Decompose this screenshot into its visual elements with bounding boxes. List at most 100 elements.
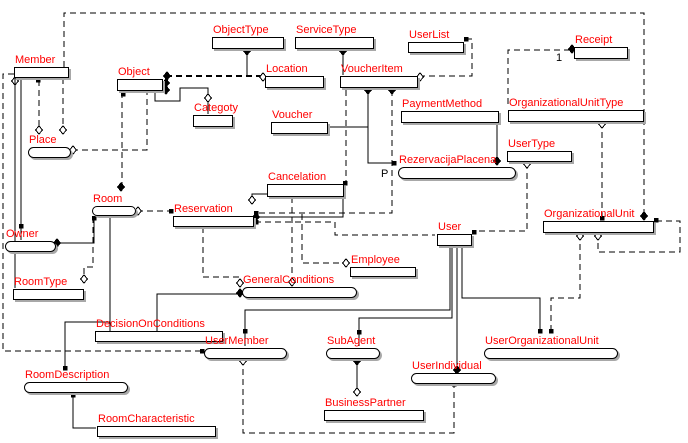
dfill-marker [338,46,348,56]
entity-generalconditions[interactable] [242,287,357,298]
entity-label-decisiononconditions: DecisionOnConditions [96,318,205,330]
dopen-marker [203,93,213,103]
entity-label-object: Object [118,66,150,78]
square-marker [464,37,469,42]
entity-roomcharacteristic[interactable] [97,426,216,437]
dfill-marker [639,211,649,221]
entity-decisiononconditions[interactable] [95,331,223,342]
dopen-marker [68,145,78,155]
dopen-marker [34,125,44,135]
connector-room-roomdescription [64,321,110,367]
entity-subagent[interactable] [326,348,380,359]
entity-categoty[interactable] [193,115,233,127]
entity-employee[interactable] [350,267,416,277]
dopen-marker [58,125,68,135]
entity-organizationalunit[interactable] [543,221,654,233]
entity-paymentmethod[interactable] [401,111,499,123]
connector-user-usermember [244,247,451,346]
connector-member-organizationalunit [63,12,645,217]
connector-member-usermember [2,73,200,352]
entity-receipt[interactable] [574,47,628,59]
entity-servicetype[interactable] [295,37,374,49]
connector-cancelation-reservation [256,197,344,218]
entity-label-reservation: Reservation [174,203,233,215]
dopen-marker [235,278,245,288]
square-marker [472,230,477,235]
connector-reservation-user [255,221,435,236]
entity-owner[interactable] [5,241,56,252]
entity-label-voucheritem: VoucherItem [341,63,403,75]
entity-label-businesspartner: BusinessPartner [325,397,406,409]
square-marker [71,393,76,398]
entity-label-roomdescription: RoomDescription [25,369,110,381]
connector-reservation-employee [301,214,344,264]
entity-label-roomcharacteristic: RoomCharacteristic [98,413,195,425]
connector-object-categoty [154,87,209,102]
entity-user[interactable] [437,234,472,246]
entity-userorganizationalunit[interactable] [484,348,618,359]
dfill-marker [162,71,172,81]
entity-label-owner: Owner [6,228,39,240]
square-marker [121,92,126,97]
entity-businesspartner[interactable] [324,410,424,421]
entity-label-subagent: SubAgent [327,335,376,347]
dopen-marker [247,195,257,205]
entity-voucheritem[interactable] [340,76,418,88]
entity-label-receipt: Receipt [575,34,613,46]
square-marker [169,209,174,214]
entity-label-room: Room [93,193,123,205]
entity-label-member: Member [15,54,56,66]
dopen-marker [341,258,351,268]
entity-cancelation[interactable] [267,184,344,197]
connector-user-userorganizationalunit [461,247,541,330]
square-marker [600,216,605,221]
entity-usertype[interactable] [507,151,572,162]
entity-roomtype[interactable] [13,289,84,300]
entity-object[interactable] [117,79,163,91]
connector-object-place [72,92,148,151]
entity-usermember[interactable] [204,348,287,359]
dopen-marker [79,274,89,284]
dfill-marker [387,85,397,95]
dopen-marker [352,387,362,397]
dopen-marker [593,231,603,241]
entity-member[interactable] [14,67,69,78]
square-marker [392,161,397,166]
square-marker [92,216,97,221]
dopen-marker [287,277,297,287]
square-marker [654,218,659,223]
entity-userindividual[interactable] [411,373,496,384]
entity-label-userlist: UserList [409,29,450,41]
entity-reservation[interactable] [173,216,254,227]
dfill-marker [161,85,171,95]
entity-organizationalunittype[interactable] [508,110,644,122]
entity-label-rezervacijaplacena: RezervacijaPlacena [399,154,497,166]
entity-label-employee: Employee [351,254,400,266]
connector-room-roomtype [83,217,94,277]
entity-label-usertype: UserType [508,138,556,150]
entity-location[interactable] [265,76,324,88]
dfill-marker [242,46,252,56]
square-marker [343,181,348,186]
entity-voucher[interactable] [271,122,328,134]
entity-place[interactable] [28,147,71,158]
square-marker [63,366,68,371]
dopen-marker [597,119,607,129]
entity-label-userorganizationalunit: UserOrganizationalUnit [485,335,599,347]
entity-room[interactable] [92,206,136,216]
entity-label-user: User [438,221,462,233]
connector-voucher-rezervacijaplacena [367,127,392,164]
entity-roomdescription[interactable] [24,382,128,393]
entity-rezervacijaplacena[interactable] [398,167,516,179]
entity-label-paymentmethod: PaymentMethod [402,98,483,110]
entity-label-userindividual: UserIndividual [412,360,482,372]
square-marker [549,329,554,334]
square-marker [538,329,543,334]
square-marker [36,78,41,83]
dfill-marker [352,356,362,366]
entity-objecttype[interactable] [212,37,284,49]
entity-label-roomtype: RoomType [14,276,68,288]
entity-userlist[interactable] [408,42,464,53]
dopen-marker [575,231,585,241]
